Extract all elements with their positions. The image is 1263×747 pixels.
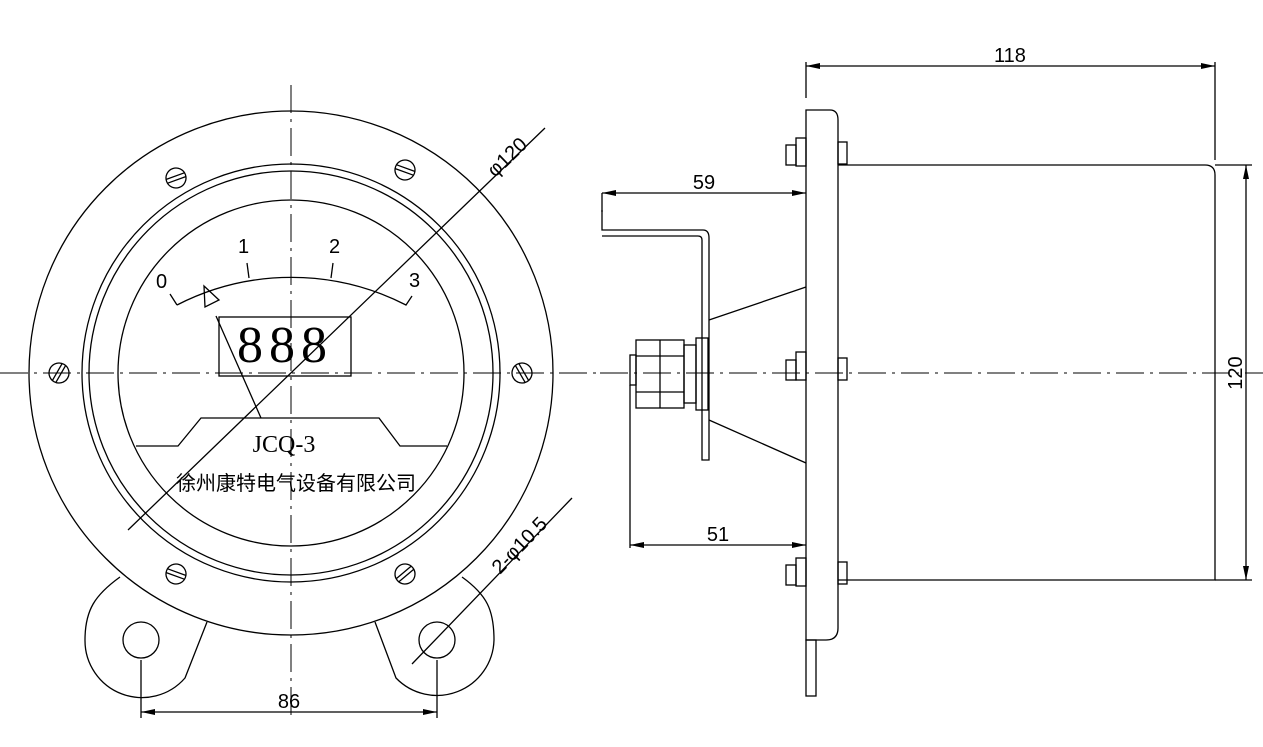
- depth-dimension: 118: [994, 45, 1026, 67]
- mounting-ear-left: [84, 576, 208, 699]
- scale-label-1: 1: [238, 236, 249, 258]
- scale-label-3: 3: [409, 270, 420, 292]
- manufacturer-label: 徐州康特电气设备有限公司: [176, 472, 416, 495]
- mounting-ear-right: [374, 576, 495, 697]
- scale-arc: [169, 276, 413, 306]
- meter-body: [838, 164, 1216, 581]
- display-window: [218, 316, 352, 377]
- front-view: 0 1 2 3 888 JCQ-3 徐州康特电气设备有限公司 φ120 2-φ1…: [0, 85, 600, 720]
- digital-display: 888: [237, 317, 333, 374]
- front-plate: [805, 109, 839, 641]
- terminal: [629, 337, 709, 411]
- terminal-dimension: 51: [707, 524, 729, 546]
- nameplate-outline: [136, 417, 447, 447]
- height-dimension: 120: [1225, 356, 1247, 389]
- hole-spacing-dimension: 86: [278, 691, 300, 713]
- mounting-hole-left: [122, 621, 160, 659]
- diameter-dimension: φ120: [483, 134, 532, 182]
- bolts: [785, 137, 848, 587]
- bracket-dimension: 59: [693, 172, 715, 194]
- screw-icons: [48, 159, 533, 585]
- pointer: [203, 284, 262, 419]
- mounting-hole-right: [418, 621, 456, 659]
- mounting-bracket: [601, 210, 710, 461]
- scale-label-2: 2: [329, 236, 340, 258]
- model-label: JCQ-3: [253, 432, 316, 458]
- diameter-dimension-line: [127, 127, 546, 531]
- scale-label-0: 0: [156, 271, 167, 293]
- side-view: 118 59 51 120: [600, 45, 1263, 697]
